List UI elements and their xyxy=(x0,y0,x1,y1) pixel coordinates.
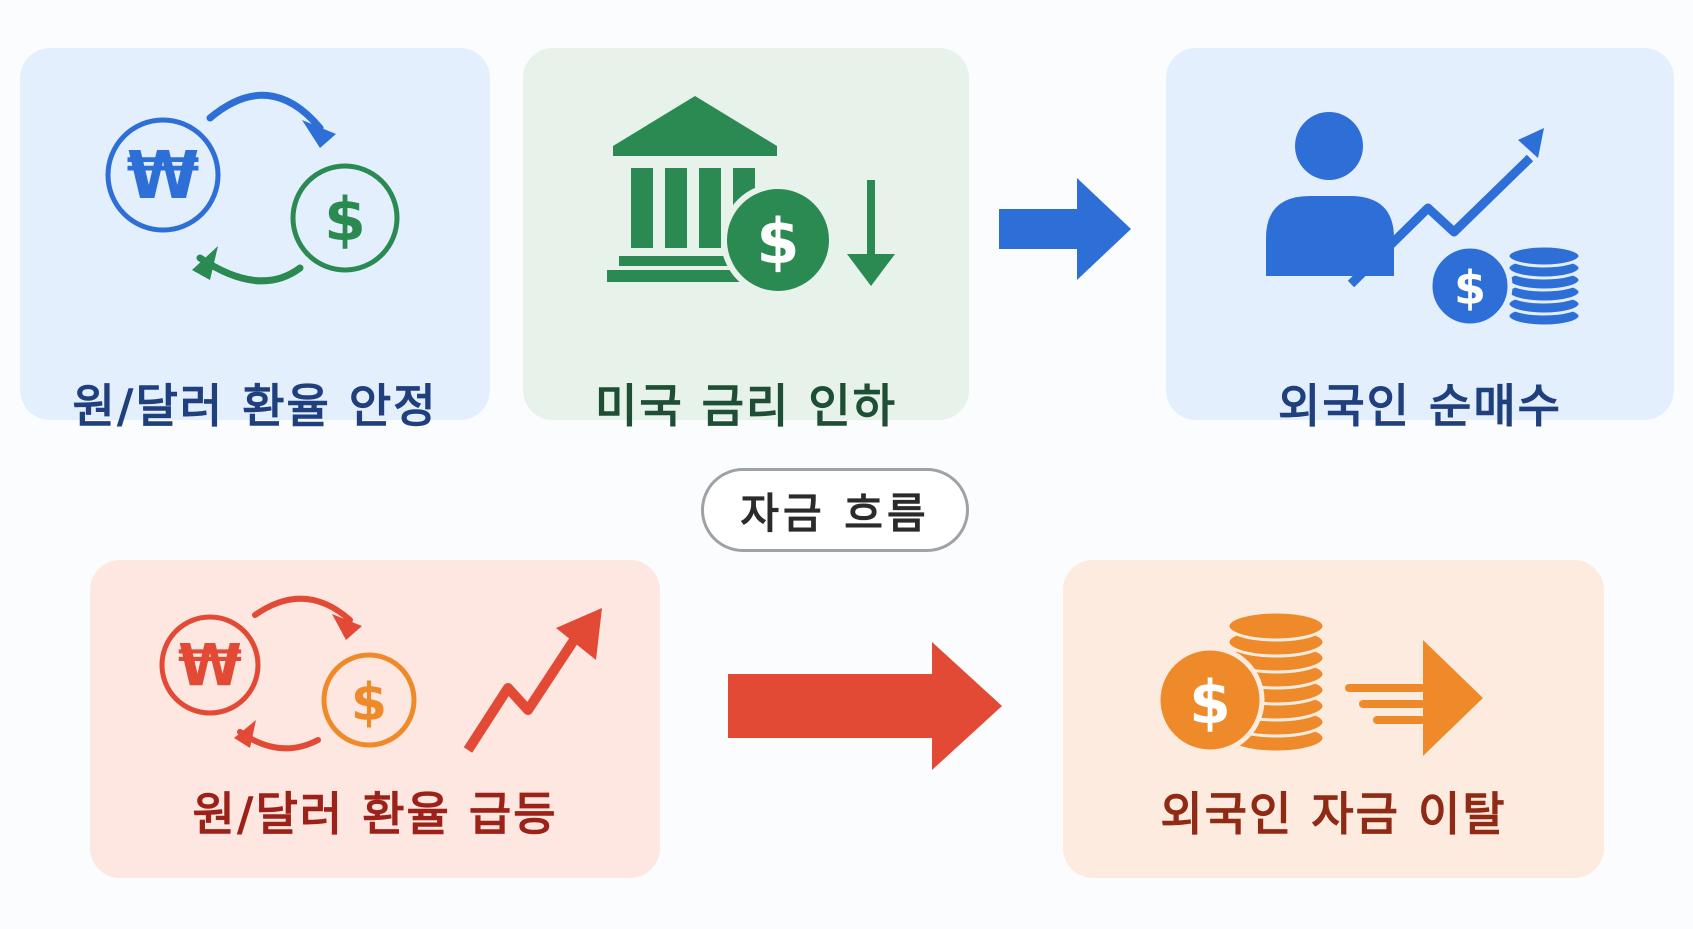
arrow-right-icon xyxy=(999,178,1131,280)
coin-stack xyxy=(1506,244,1582,328)
won-symbol: ₩ xyxy=(178,631,242,699)
investor-growth-icon: $ xyxy=(1266,112,1582,329)
currency-surge-icon: ₩ $ xyxy=(159,595,602,753)
fx-stable-label: 원/달러 환율 안정 xyxy=(72,379,438,433)
foreign-buy-label: 외국인 순매수 xyxy=(1278,379,1562,433)
foreign-exit-label: 외국인 자금 이탈 xyxy=(1160,787,1507,841)
arrow-right-icon xyxy=(728,642,1002,770)
dollar-symbol: $ xyxy=(1454,261,1486,315)
dollar-symbol: $ xyxy=(1189,668,1231,738)
dollar-symbol: $ xyxy=(324,185,366,255)
rate-cut-card: $ 미국 금리 인하 xyxy=(523,48,969,433)
dollar-symbol: $ xyxy=(351,673,387,733)
fx-surge-card: ₩ $ 원/달러 환율 급등 xyxy=(90,560,660,878)
capital-outflow-icon: $ xyxy=(1155,610,1483,756)
fx-surge-label: 원/달러 환율 급등 xyxy=(192,787,558,841)
rate-cut-label: 미국 금리 인하 xyxy=(595,379,897,433)
currency-exchange-icon: ₩ $ xyxy=(105,91,400,285)
dollar-symbol: $ xyxy=(756,205,799,278)
fx-stable-card: ₩ $ 원/달러 환율 안정 xyxy=(20,48,490,433)
bank-rate-down-icon: $ xyxy=(607,96,895,297)
foreign-exit-card: $ 외국인 자금 이탈 xyxy=(1063,560,1604,878)
foreign-buy-card: $ 외국인 순매수 xyxy=(1166,48,1674,433)
capital-flow-pill: 자금 흐름 xyxy=(701,468,969,552)
won-symbol: ₩ xyxy=(127,137,200,214)
